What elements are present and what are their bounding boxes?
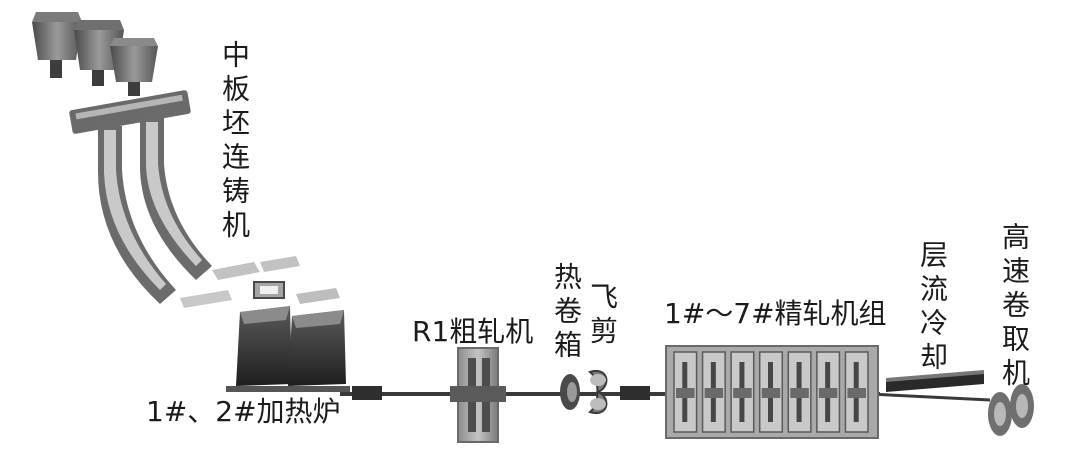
flying-shear [587,369,608,415]
caster-ladles [32,12,158,96]
roughing-mill-stand [450,347,506,443]
slab-on-table-1 [352,386,382,400]
downcoiler [988,384,1034,436]
runout-line [869,392,991,402]
finishing-stand [701,351,726,433]
laminar-cooling-section [886,370,984,392]
caster-tundish [69,90,191,134]
caster-strand-1 [98,126,176,304]
caster-label: 中板坯连铸机 [218,40,251,244]
finishing-mill-group [665,345,879,439]
reheating-furnace-1 [236,306,292,386]
coil-box-label: 热卷箱 [550,262,583,364]
furnace-base [226,386,350,392]
reheating-furnace-2 [288,310,346,386]
furnace-label: 1#、2#加热炉 [146,395,341,428]
roughing-mill-label: R1粗轧机 [412,315,534,348]
finishing-stand [673,351,698,433]
finishing-stand [787,351,812,433]
finishing-stand [844,351,869,433]
flying-shear-label: 飞剪 [586,282,619,350]
finishing-mills-label: 1#～7#精轧机组 [664,297,887,330]
finishing-stand [816,351,841,433]
finishing-stand [758,351,784,433]
coiler-label: 高速卷取机 [998,222,1031,392]
caster-strand-2 [140,118,212,280]
slab-transfer [180,256,340,308]
laminar-cooling-label: 层流冷却 [916,240,949,376]
coil-box [560,374,580,410]
finishing-stand [730,351,755,433]
slab-on-table-2 [620,386,650,400]
